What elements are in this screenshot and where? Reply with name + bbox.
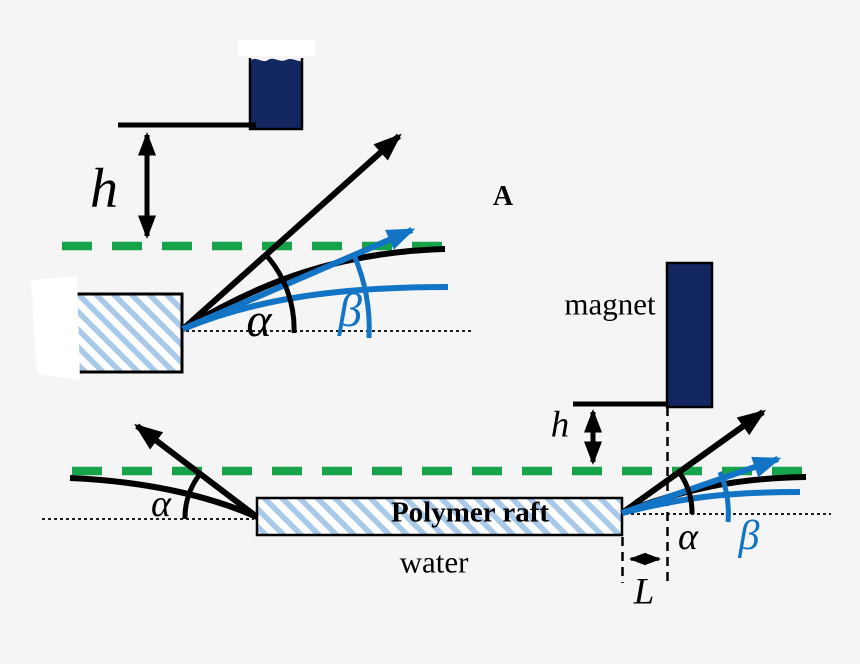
magnet-top-outline (248, 58, 304, 131)
force-arrow-right (620, 409, 766, 516)
polymer-raft-rect (255, 496, 624, 537)
alpha-label-top: α (246, 294, 272, 347)
alpha-label-left: α (151, 483, 171, 525)
water-label: water (399, 544, 469, 580)
meniscus-curve-top (181, 246, 446, 332)
white-patch-magnet-top (238, 40, 315, 56)
alpha-arc-top (264, 253, 297, 334)
beta-label-top: β (338, 284, 362, 337)
magnet-top (250, 58, 302, 130)
magnet-right (665, 261, 714, 409)
height-label-right: h (550, 404, 570, 446)
beta-label-right: β (738, 513, 760, 559)
white-patch-left (31, 276, 80, 380)
polymer-raft-label: Polymer raft (390, 496, 550, 529)
magnet-label: magnet (564, 286, 656, 322)
beta-arc-right (717, 471, 731, 523)
raft-cross-section-top (66, 292, 184, 374)
length-label: L (633, 571, 655, 613)
force-arrow-top (181, 133, 402, 332)
alpha-arc-right (676, 470, 695, 515)
field-arrow-right-blue (621, 456, 782, 516)
field-arrow-top-blue (181, 227, 416, 332)
meniscus-curve-left (69, 475, 259, 520)
height-label-top: h (90, 158, 118, 220)
alpha-arc-left (182, 472, 203, 520)
panel-label-a: A (492, 181, 514, 212)
beta-arc-top (351, 254, 372, 339)
alpha-label-right: α (678, 516, 698, 558)
force-arrow-left (134, 423, 259, 520)
